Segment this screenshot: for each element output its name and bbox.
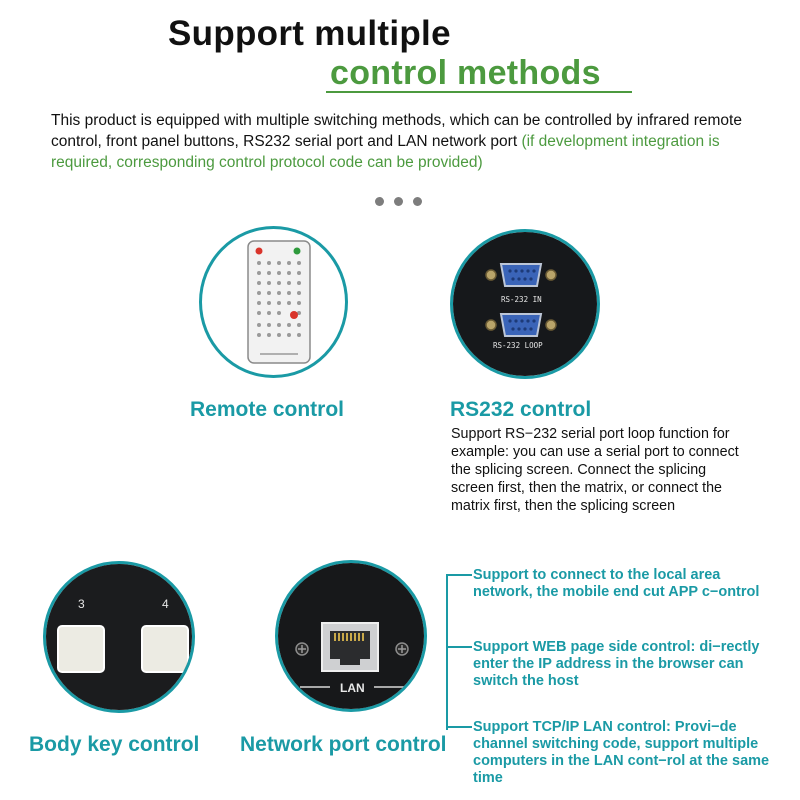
dot (375, 197, 384, 206)
body-key-image: 3 4 (43, 561, 195, 713)
remote-key (277, 281, 281, 285)
remote-key (287, 271, 291, 275)
remote-key (297, 333, 301, 337)
ellipsis-dots (375, 197, 422, 206)
body-key-heading: Body key control (29, 733, 200, 756)
remote-key (297, 291, 301, 295)
remote-key (297, 301, 301, 305)
remote-key (297, 281, 301, 285)
remote-key (257, 281, 261, 285)
remote-key (287, 323, 291, 327)
remote-key (287, 291, 291, 295)
remote-key (257, 323, 261, 327)
feature-bracket (446, 574, 472, 730)
remote-control-image (199, 226, 348, 378)
remote-key (267, 281, 271, 285)
rs232-control-heading: RS232 control (450, 398, 592, 421)
remote-key (257, 301, 261, 305)
rs232-port-image: RS-232 IN RS-232 LOOP (450, 229, 600, 379)
intro-note: (if development integration is required,… (51, 133, 720, 171)
svg-text:4: 4 (162, 597, 169, 611)
network-feature-item: Support to connect to the local area net… (473, 567, 760, 600)
rs232-description: Support RS−232 serial port loop function… (451, 426, 739, 514)
remote-key (257, 333, 261, 337)
serial-port-icon: RS-232 IN RS-232 LOOP (453, 232, 597, 376)
remote-key (267, 301, 271, 305)
remote-key (277, 301, 281, 305)
network-feature-item: Support WEB page side control: di−rectly… (473, 639, 760, 689)
network-feature-item: Support TCP/IP LAN control: Provi−de cha… (473, 719, 770, 786)
remote-key (257, 271, 261, 275)
remote-key (277, 323, 281, 327)
ethernet-port-icon: LAN (278, 563, 424, 709)
svg-text:3: 3 (78, 597, 85, 611)
remote-key (287, 301, 291, 305)
remote-key (267, 323, 271, 327)
svg-text:RS-232 IN: RS-232 IN (501, 295, 542, 304)
intro-paragraph: This product is equipped with multiple s… (51, 110, 761, 173)
remote-key (277, 333, 281, 337)
dot (413, 197, 422, 206)
remote-key (287, 261, 291, 265)
remote-key (257, 291, 261, 295)
remote-key (297, 311, 301, 315)
remote-key (277, 261, 281, 265)
page-title-line2: control methods (330, 54, 601, 92)
remote-key (267, 333, 271, 337)
remote-key (297, 261, 301, 265)
panel-button-icon: 3 4 (46, 564, 192, 710)
remote-key (267, 311, 271, 315)
remote-key (287, 333, 291, 337)
remote-key (277, 291, 281, 295)
remote-key (267, 261, 271, 265)
network-port-heading: Network port control (240, 733, 447, 756)
title-underline (326, 91, 632, 93)
remote-key (287, 281, 291, 285)
remote-key (257, 261, 261, 265)
lan-port-image: LAN (275, 560, 427, 712)
remote-control-icon (247, 240, 311, 364)
remote-key (277, 271, 281, 275)
remote-key (297, 323, 301, 327)
remote-control-heading: Remote control (190, 398, 345, 421)
page-title-line1: Support multiple (168, 14, 451, 53)
remote-key (297, 271, 301, 275)
svg-text:LAN: LAN (340, 681, 365, 695)
remote-key (267, 291, 271, 295)
bracket-tick (446, 726, 472, 728)
remote-key (277, 311, 281, 315)
remote-key (257, 311, 261, 315)
dot (394, 197, 403, 206)
bracket-tick (446, 646, 472, 648)
svg-text:RS-232 LOOP: RS-232 LOOP (493, 341, 543, 350)
remote-key (267, 271, 271, 275)
intro-text: This product is equipped with multiple s… (51, 112, 742, 150)
bracket-tick (446, 574, 472, 576)
